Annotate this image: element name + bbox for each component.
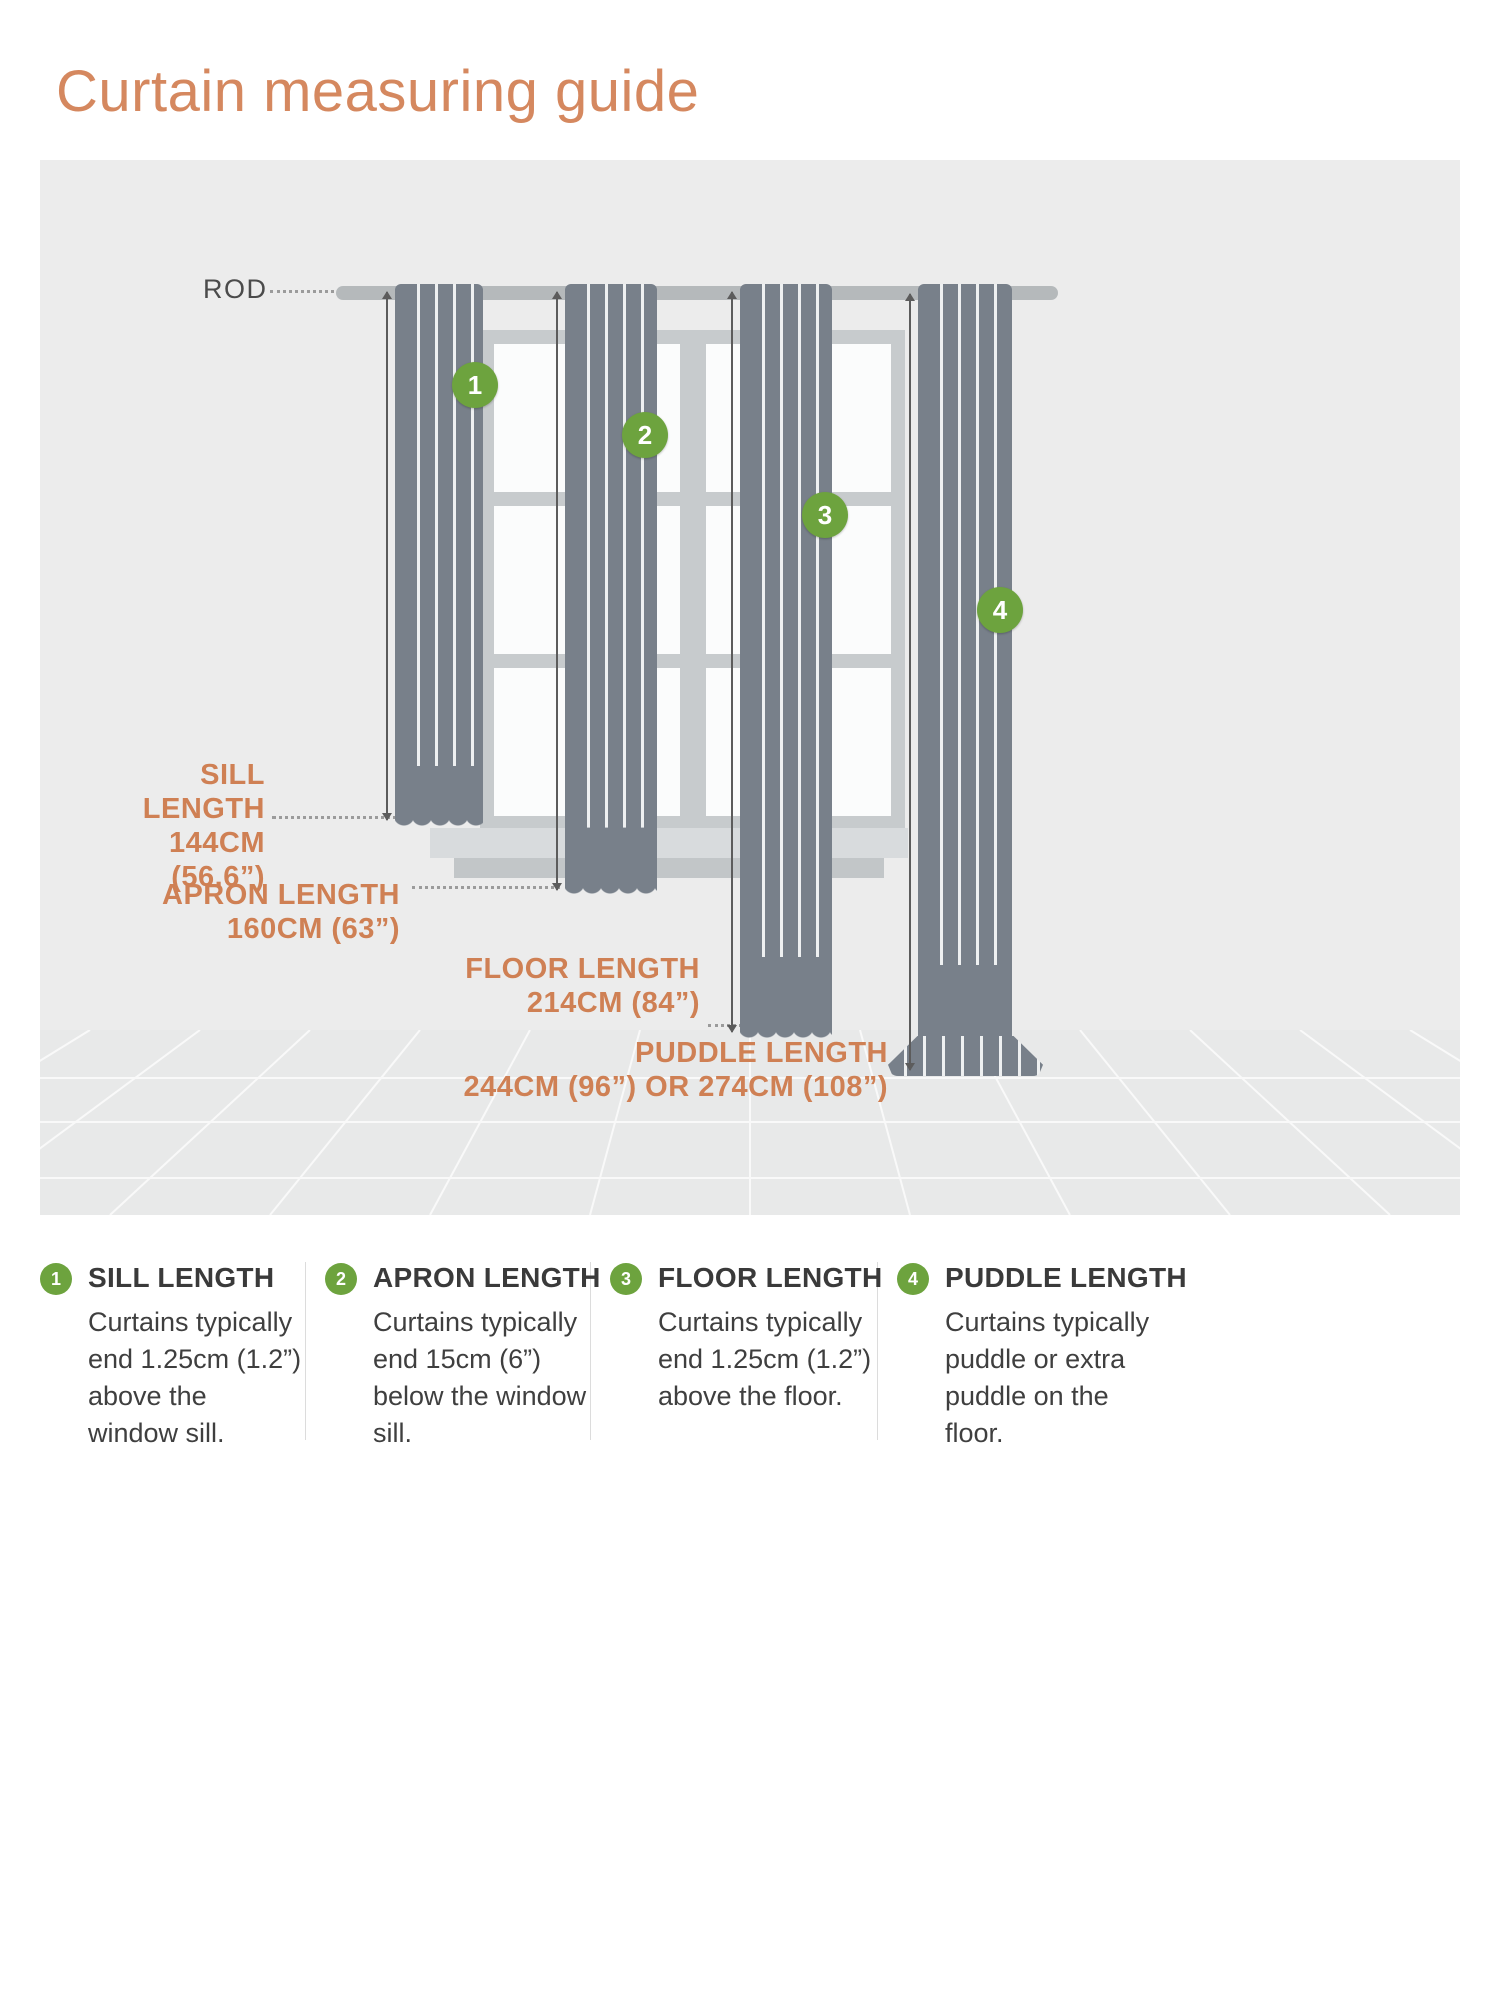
floor-length-value: 214CM (84”)	[526, 987, 700, 1019]
floor-grid-lines	[40, 1030, 1460, 1215]
puddle-length-value: 244CM (96”) OR 274CM (108”)	[463, 1071, 888, 1103]
legend-2-badge: 2	[325, 1263, 357, 1295]
curtain-puddle-length	[918, 284, 1012, 1050]
floor-grid	[40, 1030, 1460, 1215]
legend-item-puddle: 4 PUDDLE LENGTH Curtains typically puddl…	[897, 1258, 1187, 1452]
measure-line-apron	[552, 291, 562, 891]
legend-item-floor: 3 FLOOR LENGTH Curtains typically end 1.…	[610, 1258, 900, 1415]
legend-3-badge: 3	[610, 1263, 642, 1295]
marker-3-badge: 3	[802, 492, 848, 538]
legend-4-title: PUDDLE LENGTH	[945, 1262, 1187, 1293]
legend-1-badge: 1	[40, 1263, 72, 1295]
legend-1-description: Curtains typically end 1.25cm (1.2”) abo…	[88, 1307, 302, 1448]
measuring-diagram: ROD SILL LENGTH 144CM (56.6”) APRON LENG…	[40, 160, 1460, 1215]
floor-length-label: FLOOR LENGTH 214CM (84”)	[340, 952, 700, 1020]
rod-leader-line	[270, 290, 334, 293]
sill-length-title: SILL LENGTH	[142, 759, 265, 825]
apron-length-title: APRON LENGTH	[162, 879, 400, 911]
legend-4-description: Curtains typically puddle or extra puddl…	[945, 1307, 1150, 1448]
marker-1-badge: 1	[452, 362, 498, 408]
window	[480, 330, 905, 830]
apron-leader-line	[412, 886, 560, 889]
apron-length-value: 160CM (63”)	[226, 913, 400, 945]
puddle-length-label: PUDDLE LENGTH 244CM (96”) OR 274CM (108”…	[380, 1036, 888, 1104]
curtain-floor-length	[740, 284, 832, 1041]
apron-length-label: APRON LENGTH 160CM (63”)	[80, 878, 400, 946]
measure-line-sill	[382, 291, 392, 821]
rod-label: ROD	[203, 274, 268, 304]
legend-divider	[590, 1262, 591, 1440]
measure-line-puddle	[905, 293, 915, 1071]
legend-2-description: Curtains typically end 15cm (6”) below t…	[373, 1307, 587, 1448]
puddle-length-title: PUDDLE LENGTH	[635, 1037, 888, 1069]
legend-divider	[305, 1262, 306, 1440]
legend-1-title: SILL LENGTH	[88, 1262, 275, 1293]
legend-3-title: FLOOR LENGTH	[658, 1262, 883, 1293]
legend-4-badge: 4	[897, 1263, 929, 1295]
legend-item-apron: 2 APRON LENGTH Curtains typically end 15…	[325, 1258, 615, 1452]
legend-2-title: APRON LENGTH	[373, 1262, 601, 1293]
sill-length-label: SILL LENGTH 144CM (56.6”)	[80, 758, 265, 894]
window-sill	[430, 828, 908, 858]
marker-4-badge: 4	[977, 587, 1023, 633]
legend-divider	[877, 1262, 878, 1440]
marker-2-badge: 2	[622, 412, 668, 458]
legend-item-sill: 1 SILL LENGTH Curtains typically end 1.2…	[40, 1258, 330, 1452]
legend-3-description: Curtains typically end 1.25cm (1.2”) abo…	[658, 1307, 872, 1411]
curtain-apron-length	[565, 284, 657, 897]
sill-length-value: 144CM (56.6”)	[169, 827, 265, 893]
page-title: Curtain measuring guide	[56, 59, 700, 124]
curtain-rod	[336, 286, 1058, 300]
measure-line-floor	[727, 291, 737, 1033]
sill-leader-line	[272, 816, 428, 819]
floor-length-title: FLOOR LENGTH	[465, 953, 700, 985]
